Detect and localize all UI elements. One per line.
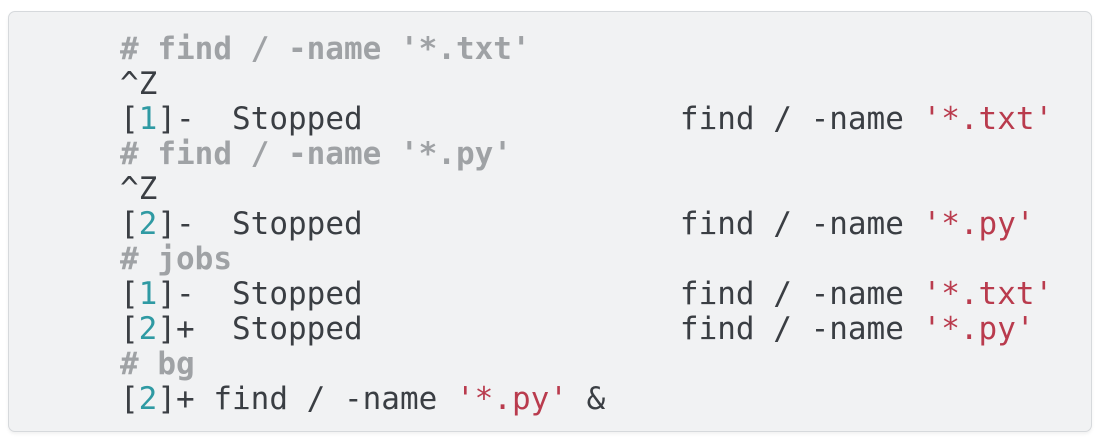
terminal-line: # bg bbox=[120, 347, 1081, 382]
token-comment: # find / -name '*.py' bbox=[120, 136, 512, 172]
token-number: 2 bbox=[138, 381, 158, 417]
token-plain: ]- Stopped find / -name bbox=[157, 101, 923, 137]
terminal-line: ^Z bbox=[120, 172, 1081, 207]
token-plain: ^Z bbox=[120, 171, 158, 207]
token-plain: ]- Stopped find / -name bbox=[157, 206, 923, 242]
terminal-line: # find / -name '*.txt' bbox=[120, 32, 1081, 67]
terminal-line: [2]+ find / -name '*.py' & bbox=[120, 382, 1081, 417]
token-comment: # find / -name '*.txt' bbox=[120, 31, 531, 67]
token-number: 1 bbox=[138, 101, 158, 137]
token-plain: ]+ find / -name bbox=[157, 381, 456, 417]
terminal-line: # find / -name '*.py' bbox=[120, 137, 1081, 172]
token-string: '*.py' bbox=[922, 206, 1035, 242]
token-plain: [ bbox=[120, 381, 139, 417]
token-plain: [ bbox=[120, 101, 139, 137]
token-string: '*.py' bbox=[922, 311, 1035, 347]
terminal-line: [1]- Stopped find / -name '*.txt' bbox=[120, 277, 1081, 312]
token-number: 1 bbox=[138, 276, 158, 312]
token-plain: ^Z bbox=[120, 66, 158, 102]
token-plain: [ bbox=[120, 276, 139, 312]
token-string: '*.txt' bbox=[922, 101, 1054, 137]
token-plain: [ bbox=[120, 311, 139, 347]
terminal-line: [2]- Stopped find / -name '*.py' bbox=[120, 207, 1081, 242]
code-block: # find / -name '*.txt'^Z[1]- Stopped fin… bbox=[8, 11, 1092, 432]
token-comment: # jobs bbox=[120, 241, 232, 277]
token-string: '*.txt' bbox=[922, 276, 1054, 312]
token-plain: & bbox=[567, 381, 606, 417]
token-comment: # bg bbox=[120, 346, 195, 382]
token-plain: [ bbox=[120, 206, 139, 242]
token-string: '*.py' bbox=[455, 381, 568, 417]
token-plain: ]+ Stopped find / -name bbox=[157, 311, 923, 347]
token-number: 2 bbox=[138, 206, 158, 242]
token-plain: ]- Stopped find / -name bbox=[157, 276, 923, 312]
terminal-line: # jobs bbox=[120, 242, 1081, 277]
terminal-line: [2]+ Stopped find / -name '*.py' bbox=[120, 312, 1081, 347]
terminal-line: ^Z bbox=[120, 67, 1081, 102]
terminal-line: [1]- Stopped find / -name '*.txt' bbox=[120, 102, 1081, 137]
terminal-output: # find / -name '*.txt'^Z[1]- Stopped fin… bbox=[9, 12, 1091, 431]
token-number: 2 bbox=[138, 311, 158, 347]
